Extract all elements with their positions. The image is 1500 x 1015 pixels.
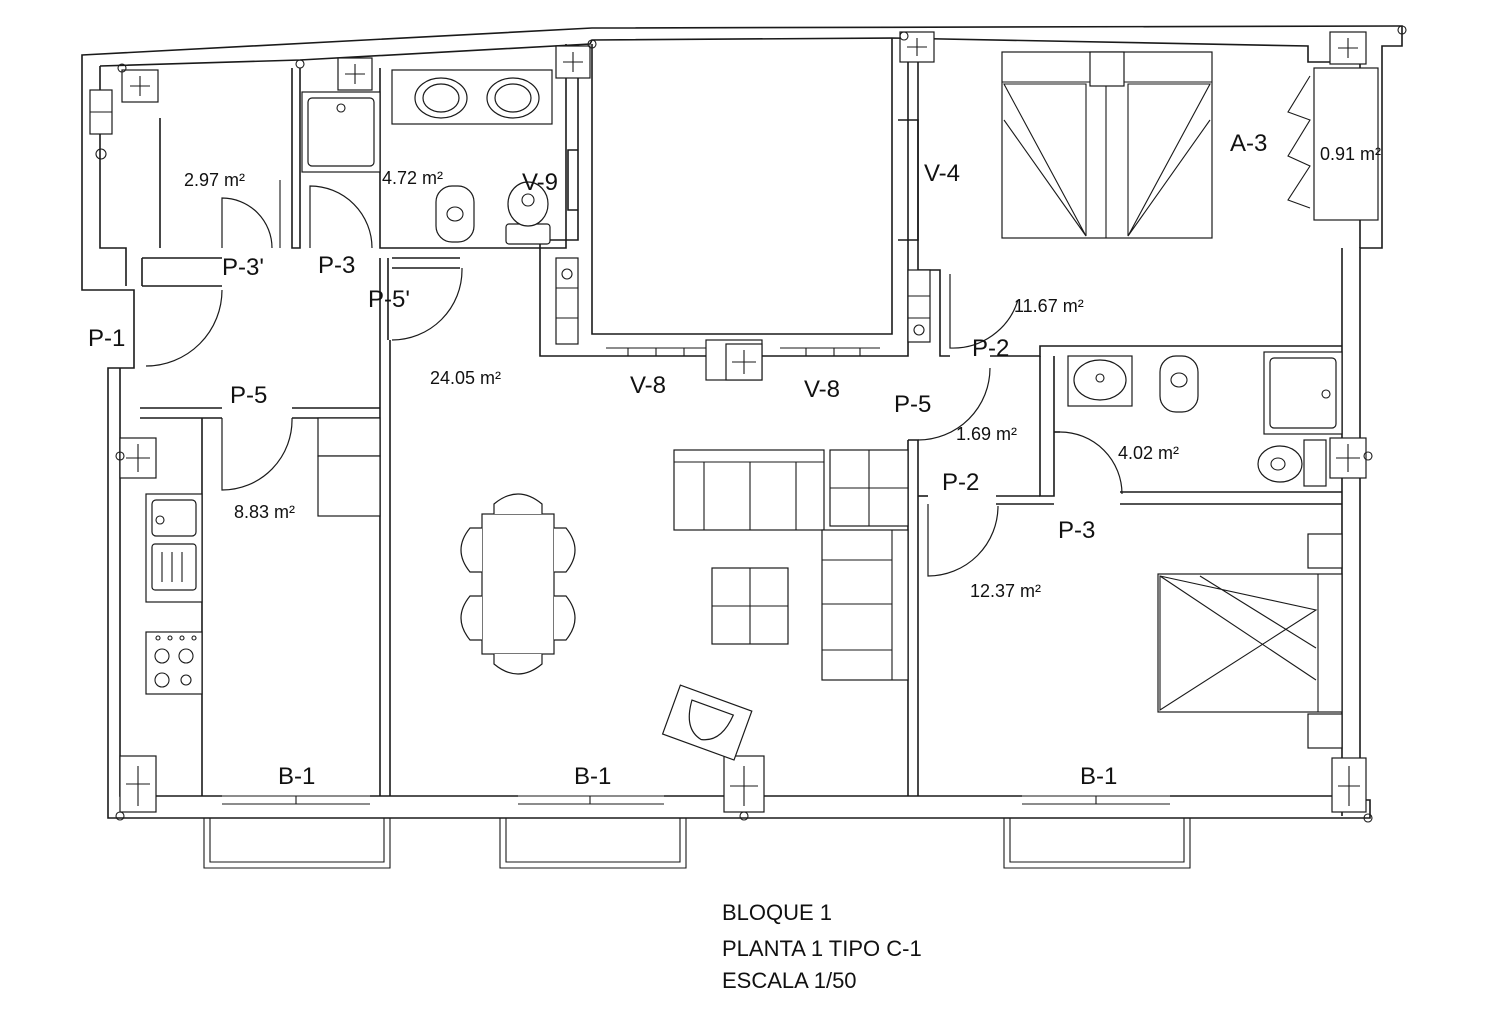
plan-info: BLOQUE 1 PLANTA 1 TIPO C-1 ESCALA 1/50 [722, 900, 922, 993]
info-block: BLOQUE 1 [722, 900, 832, 925]
label-p5-hall: P-5 [894, 391, 931, 418]
label-p5-prime: P-5' [368, 286, 410, 313]
shaft-fixtures [555, 257, 931, 345]
label-v4: V-4 [924, 160, 960, 187]
label-v9: V-9 [522, 169, 558, 196]
room-labels: 2.97 m² 4.72 m² 0.91 m² 11.67 m² 24.05 m… [88, 130, 1381, 790]
label-p3-prime: P-3' [222, 254, 264, 281]
label-p3-lower: P-3 [1058, 517, 1095, 544]
area-kitchen: 8.83 m² [234, 502, 295, 522]
utility-fixtures [89, 89, 113, 160]
area-bedroom-2: 12.37 m² [970, 581, 1041, 601]
area-wardrobe: 0.91 m² [1320, 144, 1381, 164]
armchair [661, 684, 753, 761]
label-v8-left: V-8 [630, 372, 666, 399]
wardrobe [1287, 67, 1379, 221]
double-bed [1001, 51, 1213, 239]
label-p3-upper: P-3 [318, 252, 355, 279]
sofa-set [673, 449, 909, 681]
area-utility: 2.97 m² [184, 170, 245, 190]
info-floor-type: PLANTA 1 TIPO C-1 [722, 936, 922, 961]
label-b1-living: B-1 [574, 763, 611, 790]
area-hall: 1.69 m² [956, 424, 1017, 444]
bathroom-fixtures-upper [301, 69, 553, 245]
label-b1-kitchen: B-1 [278, 763, 315, 790]
dining-set [460, 493, 576, 675]
windows [203, 339, 1191, 869]
label-p2-lower: P-2 [942, 469, 979, 496]
kitchen-fixtures [145, 417, 381, 695]
label-v8-right: V-8 [804, 376, 840, 403]
label-b1-bedroom: B-1 [1080, 763, 1117, 790]
label-p2-upper: P-2 [972, 335, 1009, 362]
doors [145, 180, 1123, 577]
info-scale: ESCALA 1/50 [722, 968, 857, 993]
bathroom-fixtures-lower [1067, 351, 1343, 487]
pillars [115, 25, 1407, 823]
single-bed [1157, 533, 1343, 749]
area-living: 24.05 m² [430, 368, 501, 388]
area-bathroom-2: 4.02 m² [1118, 443, 1179, 463]
label-a3: A-3 [1230, 130, 1267, 157]
area-master-bedroom: 11.67 m² [1014, 296, 1084, 316]
label-p5-kitchen: P-5 [230, 382, 267, 409]
label-p1: P-1 [88, 325, 125, 352]
area-bathroom-1: 4.72 m² [382, 168, 443, 188]
